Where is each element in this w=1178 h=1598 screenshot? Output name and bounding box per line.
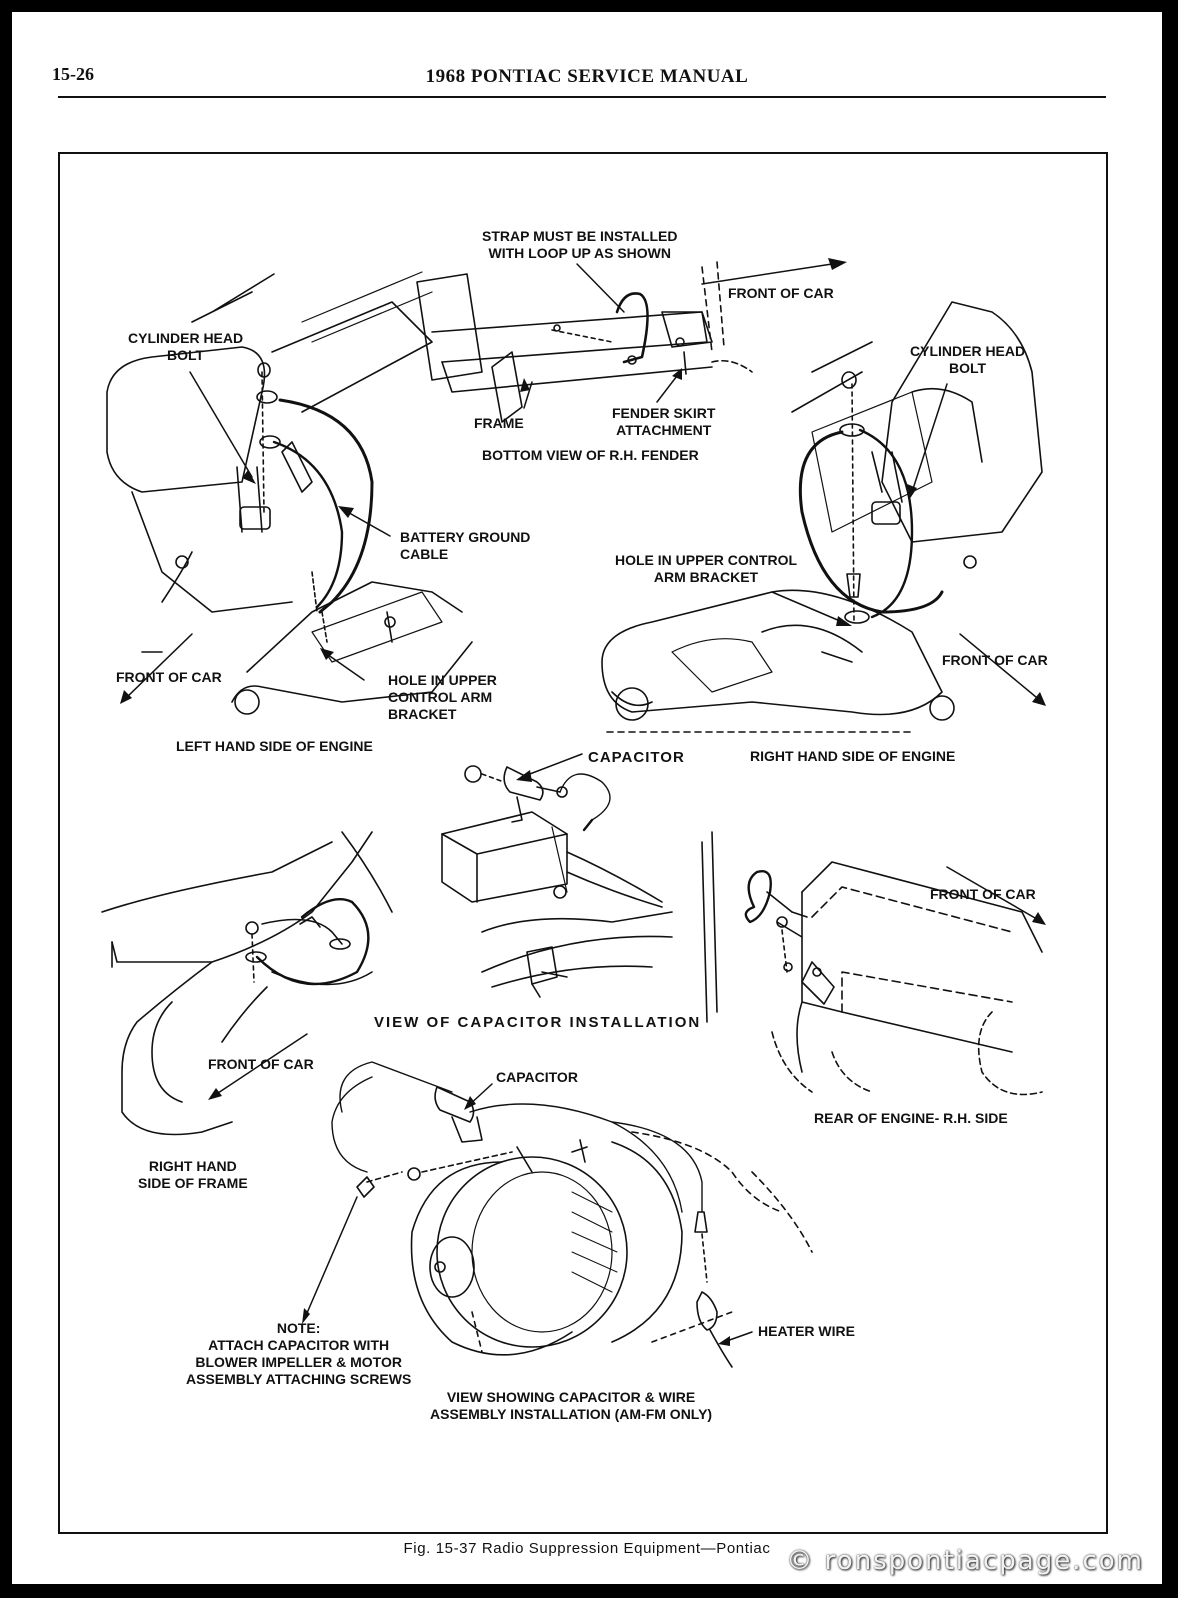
right-engine-drawing (601, 301, 1043, 733)
strap-note-label: STRAP MUST BE INSTALLED WITH LOOP UP AS … (482, 228, 678, 261)
header-rule (58, 96, 1106, 98)
fender-skirt-label: FENDER SKIRT ATTACHMENT (612, 405, 716, 438)
fender-bottom-view-drawing (416, 261, 753, 423)
watermark: © ronspontiacpage.com (786, 1546, 1144, 1576)
capacitor-installation-drawing (441, 765, 718, 1023)
right-hand-frame-label: RIGHT HAND SIDE OF FRAME (138, 1158, 248, 1191)
hole-upper-left-label: HOLE IN UPPER CONTROL ARM BRACKET (388, 672, 497, 722)
front-of-car-rear-label: FRONT OF CAR (930, 886, 1036, 902)
figure-caption: Fig. 15-37 Radio Suppression Equipment—P… (403, 1540, 771, 1557)
view-showing-label: VIEW SHOWING CAPACITOR & WIRE ASSEMBLY I… (430, 1389, 713, 1422)
battery-ground-cable-label: BATTERY GROUND CABLE (400, 529, 531, 562)
page-title: 1968 PONTIAC SERVICE MANUAL (425, 66, 749, 87)
right-hand-side-label: RIGHT HAND SIDE OF ENGINE (750, 748, 956, 764)
front-of-car-frame-label: FRONT OF CAR (208, 1056, 314, 1072)
rear-engine-drawing (744, 861, 1043, 1096)
front-of-car-top-label: FRONT OF CAR (728, 285, 834, 301)
leader-lines (123, 263, 1043, 1343)
bottom-view-label: BOTTOM VIEW OF R.H. FENDER (482, 447, 699, 463)
front-of-car-left-label: FRONT OF CAR (116, 669, 222, 685)
front-of-car-right-label: FRONT OF CAR (942, 652, 1048, 668)
frame-label: FRAME (474, 415, 524, 431)
heater-wire-label: HEATER WIRE (758, 1323, 855, 1339)
rear-engine-label: REAR OF ENGINE- R.H. SIDE (814, 1110, 1008, 1126)
cylinder-head-bolt-right-label: CYLINDER HEAD BOLT (910, 343, 1026, 376)
figure-frame (58, 152, 1108, 1534)
frame-side-drawing (101, 831, 393, 1136)
note-label: NOTE: ATTACH CAPACITOR WITH BLOWER IMPEL… (186, 1320, 412, 1387)
blower-motor-drawing (331, 1061, 813, 1368)
arrowheads (120, 258, 1046, 1346)
left-hand-side-label: LEFT HAND SIDE OF ENGINE (176, 738, 373, 754)
left-engine-drawing (106, 271, 473, 715)
manual-page: 15-26 1968 PONTIAC SERVICE MANUAL (12, 12, 1162, 1584)
capacitor-bottom-label: CAPACITOR (496, 1069, 578, 1085)
line-art-illustrations (101, 258, 1046, 1368)
view-capacitor-label: VIEW OF CAPACITOR INSTALLATION (374, 1014, 702, 1031)
capacitor-top-label: CAPACITOR (588, 749, 685, 766)
cylinder-head-bolt-left-label: CYLINDER HEAD BOLT (128, 330, 244, 363)
hole-upper-right-label: HOLE IN UPPER CONTROL ARM BRACKET (615, 552, 798, 585)
page-number: 15-26 (52, 64, 94, 84)
